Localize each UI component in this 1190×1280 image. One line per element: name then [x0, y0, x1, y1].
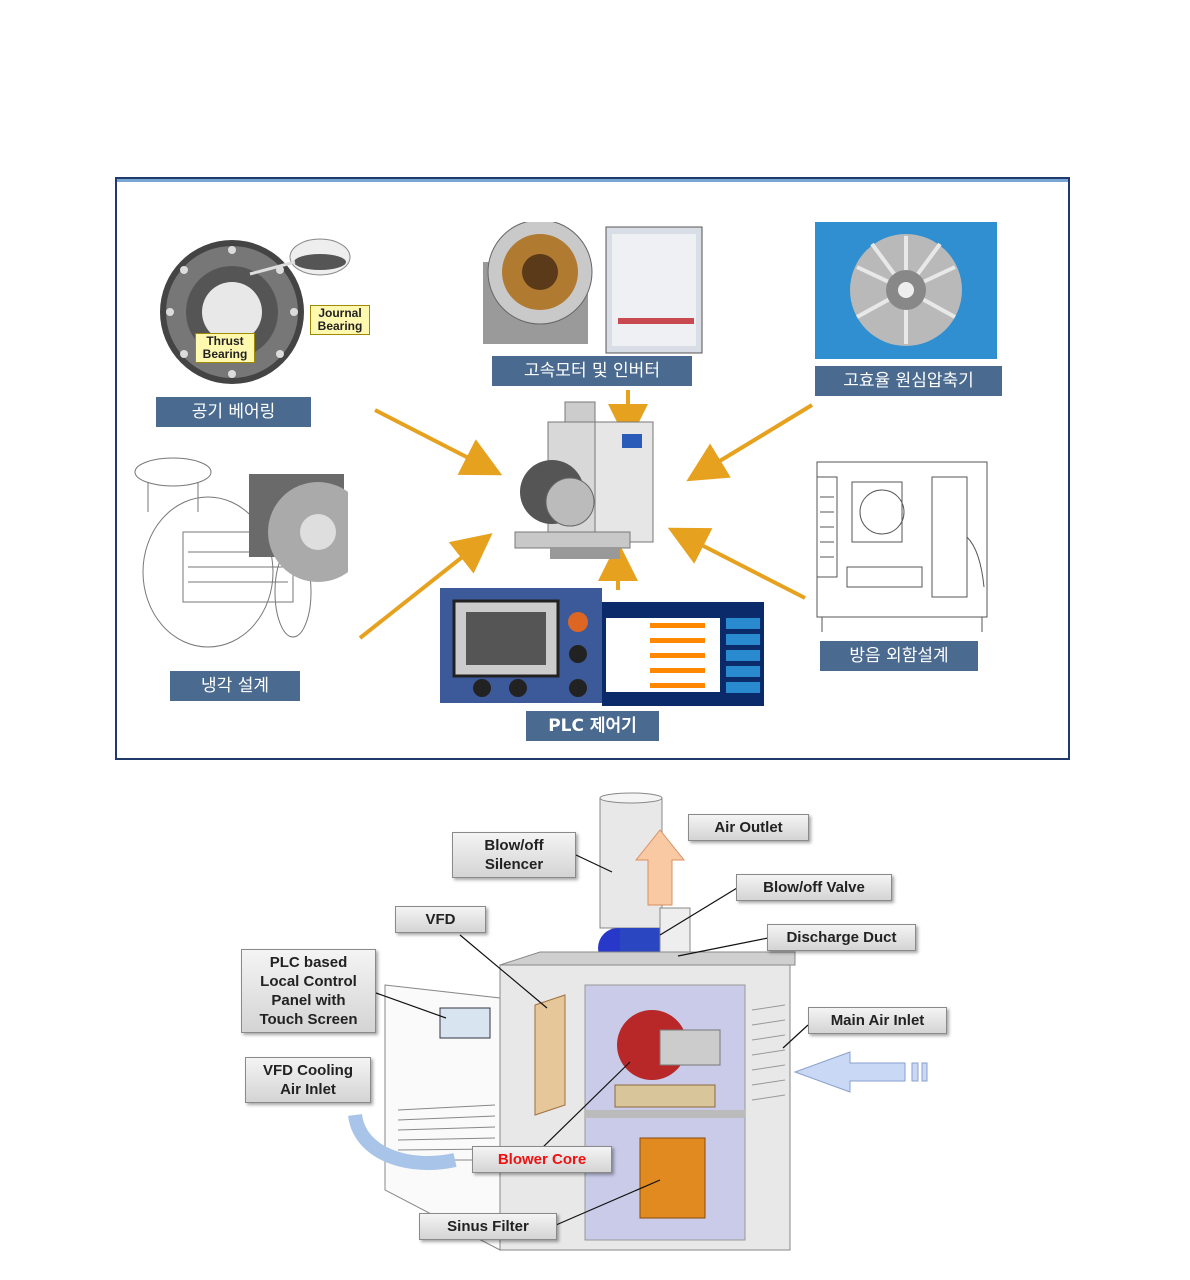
- journal-bearing-tag: Journal Bearing: [310, 305, 370, 335]
- plc-controller-image: [440, 588, 764, 706]
- callout-vfd-cooling-air-inlet: VFD Cooling Air Inlet: [245, 1057, 371, 1103]
- blower-layout-drawing: [348, 792, 928, 1251]
- callout-air-outlet: Air Outlet: [688, 814, 809, 841]
- callout-plc-panel: PLC based Local Control Panel with Touch…: [241, 949, 376, 1033]
- callout-vfd: VFD: [395, 906, 486, 933]
- label-cooling-design: 냉각 설계: [170, 671, 300, 701]
- label-soundproof-enclosure: 방음 외함설계: [820, 641, 978, 671]
- label-air-bearing: 공기 베어링: [156, 397, 311, 427]
- callout-sinus-filter: Sinus Filter: [419, 1213, 557, 1240]
- motor-inverter-image: [483, 222, 703, 354]
- soundproof-enclosure-image: [816, 461, 988, 632]
- callout-blower-core: Blower Core: [472, 1146, 612, 1173]
- cooling-design-image: [134, 457, 348, 648]
- turbo-blower-image: [514, 401, 654, 559]
- callout-discharge-duct: Discharge Duct: [767, 924, 916, 951]
- callout-blowoff-silencer: Blow/off Silencer: [452, 832, 576, 878]
- compressor-image: [815, 222, 997, 359]
- label-compressor: 고효율 원심압축기: [815, 366, 1002, 396]
- label-motor-inverter: 고속모터 및 인버터: [492, 356, 692, 386]
- thrust-bearing-tag: Thrust Bearing: [195, 333, 255, 363]
- callout-main-air-inlet: Main Air Inlet: [808, 1007, 947, 1034]
- label-plc-controller: PLC 제어기: [526, 711, 659, 741]
- callout-blowoff-valve: Blow/off Valve: [736, 874, 892, 901]
